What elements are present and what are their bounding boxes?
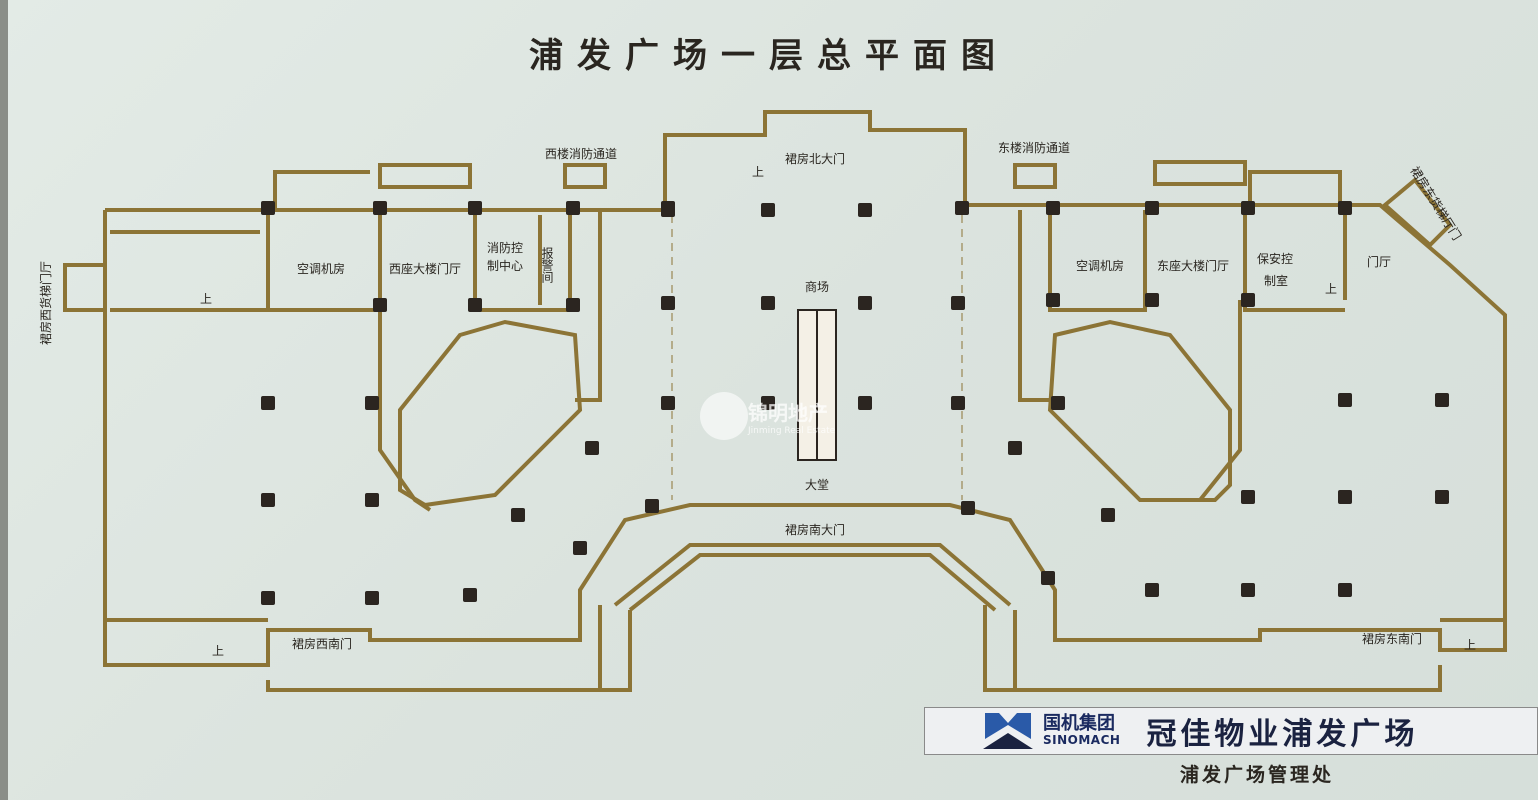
column	[365, 591, 379, 605]
column	[261, 201, 275, 215]
label-fire-control-2: 制中心	[487, 258, 523, 273]
column	[585, 441, 599, 455]
column	[1145, 583, 1159, 597]
column	[858, 296, 872, 310]
column	[1145, 201, 1159, 215]
column	[761, 203, 775, 217]
label-west-tower-lobby: 西座大楼门厅	[389, 261, 461, 276]
management-office: 浦发广场管理处	[1180, 764, 1335, 786]
column	[261, 493, 275, 507]
label-fire-control-1: 消防控	[487, 240, 523, 255]
label-southeast-gate: 裙房东南门	[1362, 631, 1422, 646]
label-east-tower-lobby: 东座大楼门厅	[1157, 258, 1229, 273]
walls	[63, 110, 1507, 692]
column	[661, 203, 675, 217]
column	[463, 588, 477, 602]
column	[261, 591, 275, 605]
label-south-gate: 裙房南大门	[785, 522, 845, 537]
column	[373, 298, 387, 312]
column	[365, 493, 379, 507]
label-north-gate: 裙房北大门	[785, 151, 845, 166]
column	[661, 296, 675, 310]
label-west-fire-passage: 西楼消防通道	[545, 146, 617, 161]
watermark: 锦明地产 Jinming Real Estate	[700, 392, 835, 440]
watermark-logo-icon	[700, 392, 748, 440]
column	[1145, 293, 1159, 307]
column	[961, 501, 975, 515]
column	[955, 201, 969, 215]
structural-columns	[261, 201, 1449, 605]
brand-name: 冠佳物业浦发广场	[1146, 717, 1419, 752]
column	[566, 201, 580, 215]
column	[468, 298, 482, 312]
column	[761, 396, 775, 410]
column	[373, 201, 387, 215]
column	[1046, 201, 1060, 215]
label-up: 上	[1464, 638, 1476, 652]
sinomach-logo-icon	[983, 713, 1033, 749]
column	[511, 508, 525, 522]
column	[261, 396, 275, 410]
label-east-fire-passage: 东楼消防通道	[998, 140, 1070, 155]
column	[951, 296, 965, 310]
column	[645, 499, 659, 513]
column	[468, 201, 482, 215]
column	[365, 396, 379, 410]
column	[1338, 201, 1352, 215]
column	[951, 396, 965, 410]
hall-dashed-lines	[671, 215, 963, 500]
label-mall: 商场	[805, 279, 829, 294]
label-west-ac-room: 空调机房	[297, 261, 345, 276]
label-up: 上	[212, 644, 224, 658]
column	[566, 298, 580, 312]
board-frame-edge	[0, 0, 8, 800]
logo-en: SINOMACH	[1043, 733, 1121, 747]
logo-cn: 国机集团	[1043, 713, 1115, 734]
column	[1435, 490, 1449, 504]
column	[1338, 393, 1352, 407]
brand-banner: 国机集团 SINOMACH 冠佳物业浦发广场	[924, 707, 1538, 755]
column	[1241, 583, 1255, 597]
column	[661, 396, 675, 410]
page-title: 浦发广场一层总平面图	[529, 36, 1009, 76]
label-security-1: 保安控	[1257, 251, 1293, 266]
label-east-vestibule: 门厅	[1367, 254, 1391, 269]
watermark-cn: 锦明地产	[748, 400, 828, 425]
column	[573, 541, 587, 555]
column	[1008, 441, 1022, 455]
column	[1241, 201, 1255, 215]
escalator	[797, 309, 837, 461]
column	[1338, 583, 1352, 597]
column	[1101, 508, 1115, 522]
column	[1051, 396, 1065, 410]
column	[1241, 490, 1255, 504]
column	[1241, 293, 1255, 307]
column	[761, 296, 775, 310]
column	[858, 203, 872, 217]
column	[1338, 490, 1352, 504]
column	[858, 396, 872, 410]
label-up: 上	[752, 165, 764, 179]
label-up: 上	[200, 292, 212, 306]
label-southwest-gate: 裙房西南门	[292, 636, 352, 651]
watermark-en: Jinming Real Estate	[748, 425, 836, 436]
label-east-ac-room: 空调机房	[1076, 258, 1124, 273]
label-security-2: 制室	[1264, 273, 1288, 288]
label-west-freight-lobby: 裙房西货梯门厅	[38, 261, 53, 345]
label-up: 上	[1325, 282, 1337, 296]
column	[1046, 293, 1060, 307]
column	[1041, 571, 1055, 585]
column	[1435, 393, 1449, 407]
label-hall: 大堂	[805, 478, 829, 492]
label-alarm-room: 报警间	[540, 246, 554, 283]
